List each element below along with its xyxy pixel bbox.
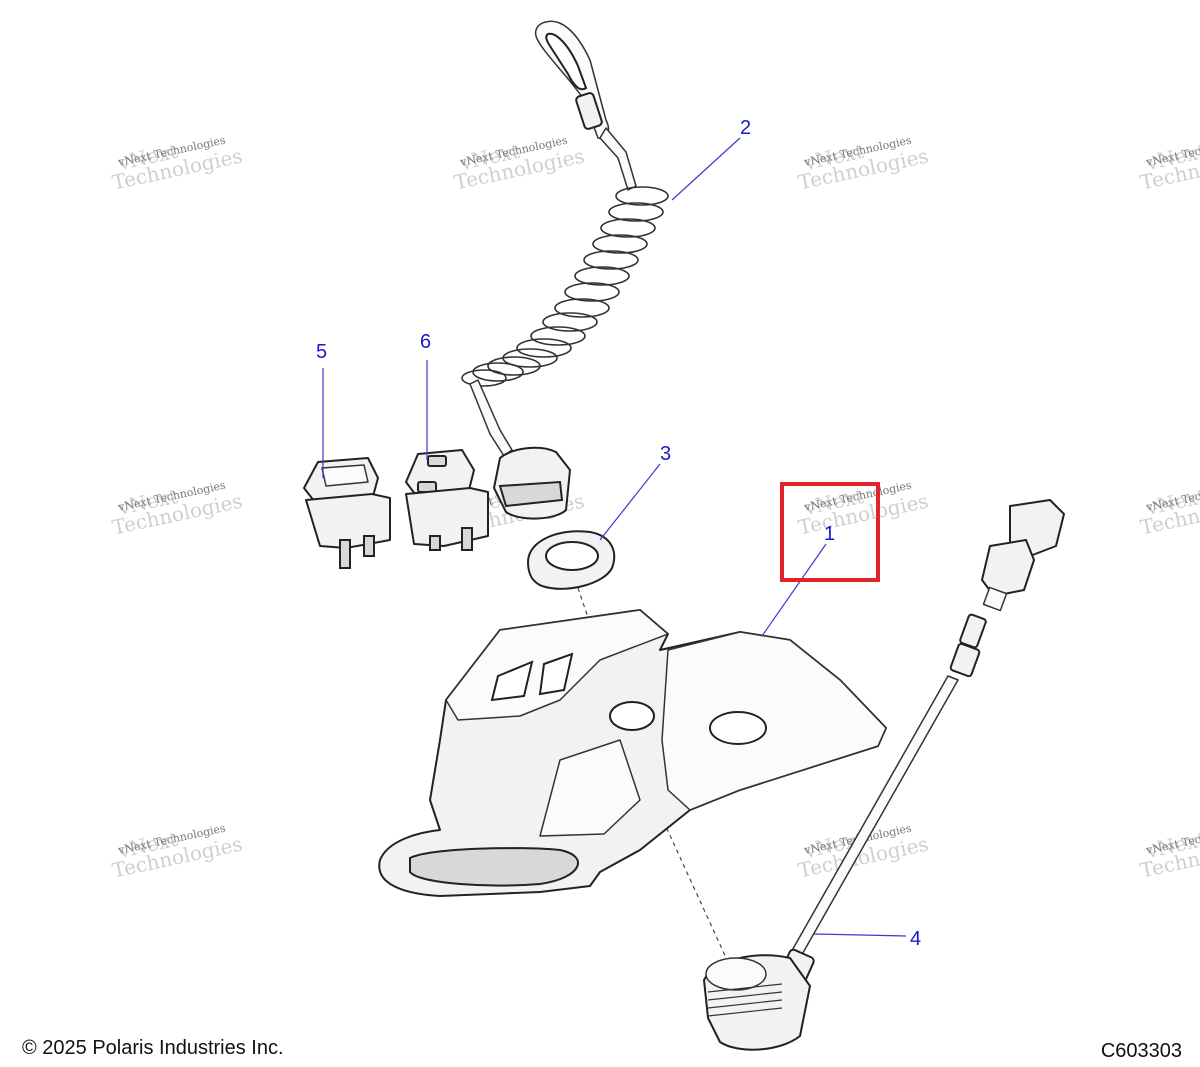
- rocker-switch-6[interactable]: [405, 360, 489, 551]
- nut-part[interactable]: [527, 463, 661, 590]
- watermark: vNext vNext Technologies Technologies: [110, 479, 244, 540]
- watermark: vNext vNext Technologies Technologies: [1138, 822, 1200, 883]
- callout-3[interactable]: 3: [660, 443, 671, 465]
- watermark: vNext vNext Technologies Technologies: [796, 134, 930, 195]
- leader-3: [599, 463, 661, 541]
- switch-harness-part[interactable]: [703, 499, 1065, 1051]
- tether-lanyard-part[interactable]: [461, 20, 741, 520]
- bracket-part[interactable]: [378, 543, 887, 897]
- leader-2: [671, 137, 741, 201]
- watermark: vNext vNext Technologies Technologies: [1138, 134, 1200, 195]
- callout-2[interactable]: 2: [740, 117, 751, 139]
- watermark: vNext vNext Technologies Technologies: [452, 134, 586, 195]
- coiled-cord: [461, 186, 669, 387]
- rocker-switch-5[interactable]: [303, 368, 391, 569]
- highlight-box: [780, 482, 880, 582]
- leader-4: [813, 933, 907, 937]
- copyright-text: © 2025 Polaris Industries Inc.: [22, 1037, 284, 1059]
- watermark: vNext vNext Technologies Technologies: [110, 134, 244, 195]
- callout-1[interactable]: 1: [824, 523, 835, 545]
- callout-6[interactable]: 6: [420, 331, 431, 353]
- callout-5[interactable]: 5: [316, 341, 327, 363]
- leader-1: [761, 543, 827, 637]
- watermark: vNext vNext Technologies Technologies: [796, 479, 930, 540]
- watermark: vNext vNext Technologies Technologies: [1138, 479, 1200, 540]
- callout-4[interactable]: 4: [910, 928, 921, 950]
- watermark: vNext vNext Technologies Technologies: [110, 822, 244, 883]
- drawing-number: C603303: [1100, 1040, 1182, 1062]
